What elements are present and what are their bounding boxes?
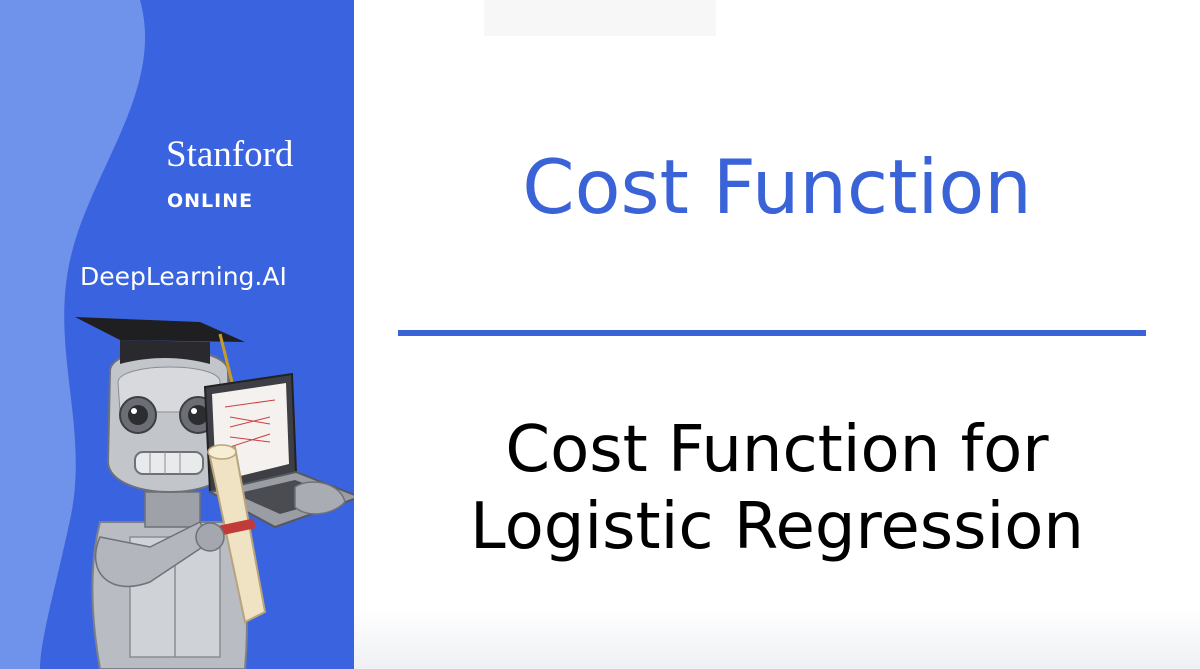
brand-sidebar: Stanford ONLINE DeepLearning.AI <box>0 0 354 669</box>
online-logo-text: ONLINE <box>167 190 254 212</box>
slide-subtitle: Cost Function for Logistic Regression <box>354 412 1200 566</box>
title-divider <box>398 330 1146 336</box>
deeplearning-ai-logo-text: DeepLearning.AI <box>80 262 287 291</box>
sidebar-wave-background <box>0 0 146 669</box>
slide-content: Cost Function Cost Function for Logistic… <box>354 0 1200 669</box>
stanford-logo-text: Stanford <box>166 134 294 175</box>
top-highlight-band <box>484 0 716 36</box>
slide-title: Cost Function <box>522 143 1032 231</box>
bottom-fade <box>354 610 1200 669</box>
graduate-robot-mascot-icon <box>75 317 354 669</box>
subtitle-line-1: Cost Function for <box>505 413 1049 487</box>
subtitle-line-2: Logistic Regression <box>470 489 1084 564</box>
